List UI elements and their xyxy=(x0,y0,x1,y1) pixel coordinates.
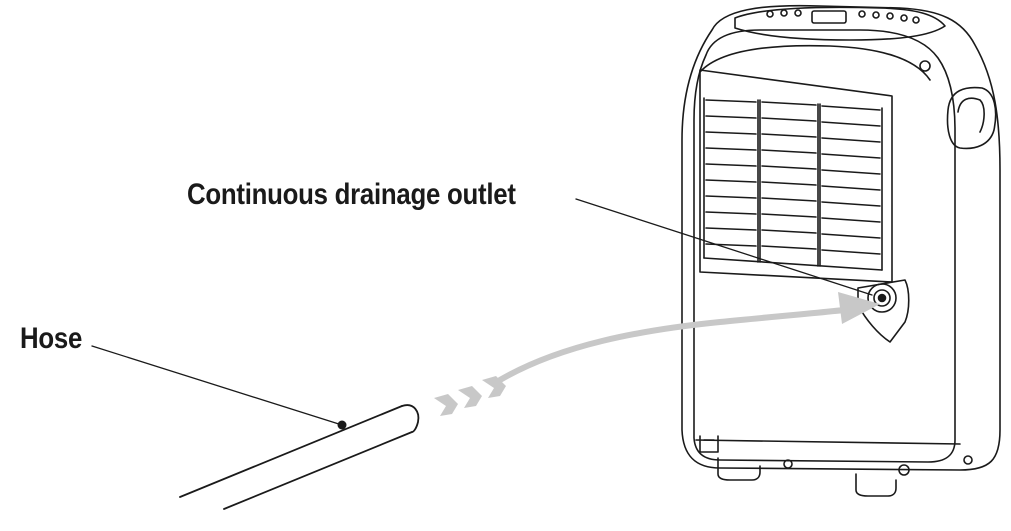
hose-leader-line xyxy=(91,345,343,426)
flow-arrow-curve xyxy=(497,305,865,383)
outlet-leader-line xyxy=(575,198,873,296)
outlet-label: Continuous drainage outlet xyxy=(187,178,516,211)
dehumidifier-unit xyxy=(681,4,1001,497)
flow-arrow-head xyxy=(838,292,880,324)
chevron-right-icon xyxy=(434,376,506,416)
unit-hood xyxy=(699,44,931,81)
hose-label: Hose xyxy=(20,322,83,355)
screw-right xyxy=(919,60,931,72)
bottom-screw-2 xyxy=(898,464,910,476)
button-5 xyxy=(872,11,880,19)
button-1 xyxy=(766,10,774,18)
button-3 xyxy=(794,9,802,17)
caster-left xyxy=(717,457,761,481)
hose xyxy=(179,404,420,510)
control-panel xyxy=(734,6,946,41)
hose-marker-dot xyxy=(337,420,347,430)
display-window xyxy=(811,10,847,24)
outlet-housing xyxy=(857,279,910,343)
button-4 xyxy=(858,10,866,18)
bottom-screw-3 xyxy=(963,455,973,465)
button-2 xyxy=(780,9,788,17)
unit-front-panel xyxy=(693,29,956,463)
foot-left-clip xyxy=(699,435,719,453)
carry-handle xyxy=(946,86,997,150)
button-7 xyxy=(900,14,908,22)
grille-frame xyxy=(699,69,893,283)
drain-outlet-icon xyxy=(857,279,910,343)
bottom-screw-1 xyxy=(783,459,793,469)
flow-arrow xyxy=(434,292,880,416)
air-grille xyxy=(703,97,883,271)
caster-right xyxy=(855,473,897,497)
button-8 xyxy=(912,16,920,24)
unit-housing xyxy=(681,4,1001,471)
button-6 xyxy=(886,12,894,20)
bottom-base xyxy=(695,439,961,445)
